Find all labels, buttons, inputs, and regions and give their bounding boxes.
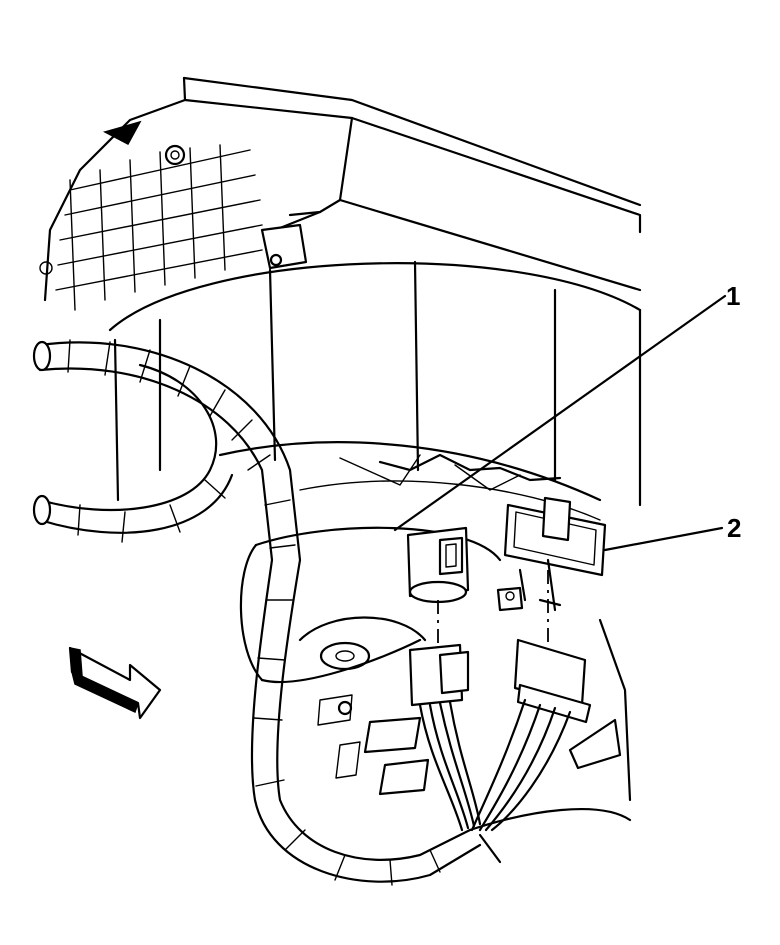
callout-1: 1 xyxy=(393,281,740,532)
blower-motor-connector xyxy=(406,526,470,604)
filter-grid xyxy=(55,144,263,311)
wiring-harness xyxy=(32,339,482,886)
direction-arrow-icon xyxy=(68,646,162,720)
hvac-housing-top xyxy=(39,76,642,302)
callout-1-number: 1 xyxy=(726,281,740,311)
callout-2: 2 xyxy=(603,513,741,552)
harness-connectors xyxy=(408,638,592,832)
callout-2-number: 2 xyxy=(727,513,741,543)
lower-brackets xyxy=(317,618,632,864)
blower-motor-housing xyxy=(239,526,527,684)
resistor-connector xyxy=(503,496,607,612)
mounting-tab xyxy=(260,223,308,270)
blower-wheel xyxy=(108,260,642,521)
